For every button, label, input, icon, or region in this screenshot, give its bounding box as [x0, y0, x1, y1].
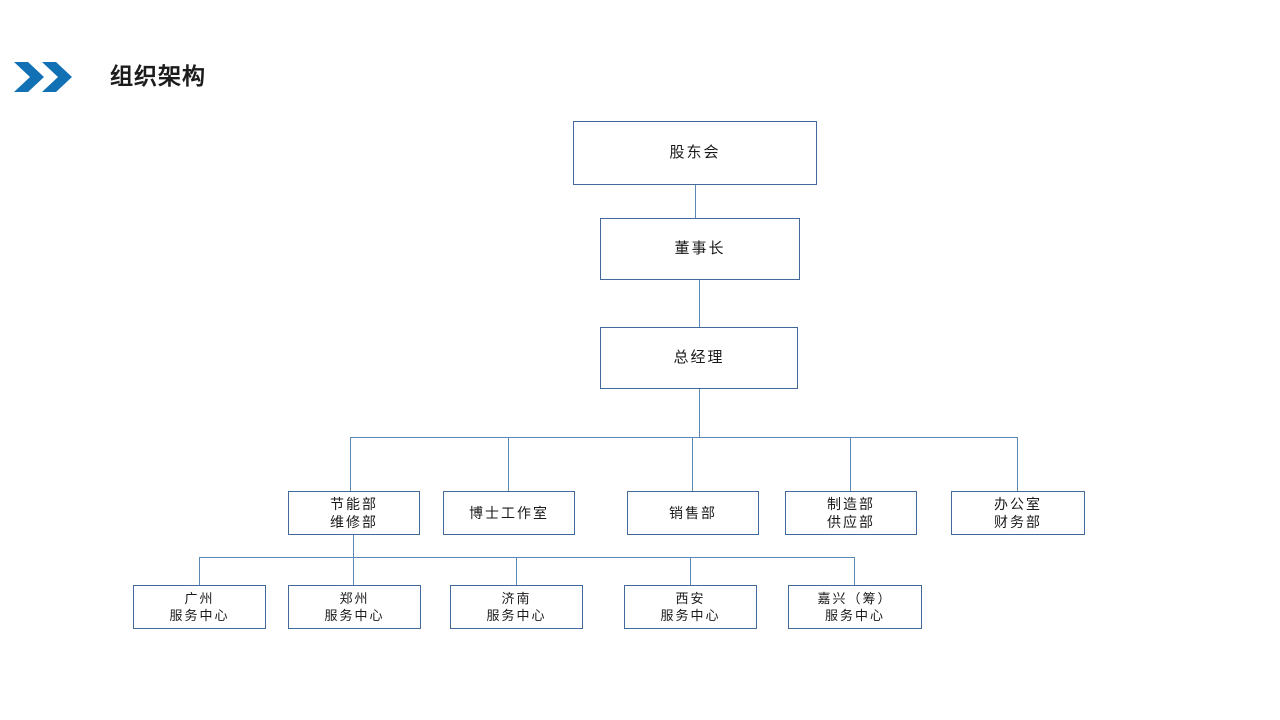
org-node-line: 服务中心: [660, 608, 721, 623]
org-node-line: 服务中心: [486, 608, 547, 623]
org-node-line: 节能部: [330, 495, 378, 512]
org-node-center-guangzhou[interactable]: 广州 服务中心: [133, 585, 266, 629]
org-node-center-jiaxing[interactable]: 嘉兴（筹） 服务中心: [788, 585, 922, 629]
org-node-sales[interactable]: 销售部: [627, 491, 759, 535]
org-node-line: 供应部: [827, 514, 875, 530]
org-node-line: 嘉兴（筹）: [817, 590, 893, 606]
org-node-line: 制造部: [827, 495, 875, 512]
page-title: 组织架构: [110, 63, 206, 89]
org-node-line: 博士工作室: [469, 504, 549, 521]
org-node-line: 销售部: [669, 504, 717, 521]
org-node-line: 董事长: [674, 240, 726, 258]
org-node-shareholders[interactable]: 股东会: [573, 121, 817, 185]
org-node-line: 西安: [675, 590, 706, 606]
org-node-line: 维修部: [330, 514, 378, 530]
org-node-line: 股东会: [669, 144, 721, 162]
chevron-group: [14, 60, 88, 94]
org-node-doctoral-studio[interactable]: 博士工作室: [443, 491, 575, 535]
org-node-line: 郑州: [339, 590, 370, 606]
org-node-line: 服务中心: [324, 608, 385, 623]
org-node-general-manager[interactable]: 总经理: [600, 327, 798, 389]
org-node-line: 济南: [501, 590, 532, 606]
org-node-line: 服务中心: [169, 608, 230, 623]
org-node-line: 广州: [184, 590, 215, 606]
org-node-line: 财务部: [994, 514, 1042, 530]
org-node-office-finance[interactable]: 办公室 财务部: [951, 491, 1085, 535]
org-node-energy-maintenance[interactable]: 节能部 维修部: [288, 491, 420, 535]
slide-header: 组织架构: [0, 48, 1280, 104]
org-node-line: 服务中心: [824, 608, 885, 623]
org-node-center-xian[interactable]: 西安 服务中心: [624, 585, 757, 629]
org-node-manufacturing-supply[interactable]: 制造部 供应部: [785, 491, 917, 535]
org-node-center-zhengzhou[interactable]: 郑州 服务中心: [288, 585, 421, 629]
org-node-center-jinan[interactable]: 济南 服务中心: [450, 585, 583, 629]
org-node-chairman[interactable]: 董事长: [600, 218, 800, 280]
org-node-line: 办公室: [994, 495, 1042, 512]
org-node-line: 总经理: [673, 349, 725, 367]
